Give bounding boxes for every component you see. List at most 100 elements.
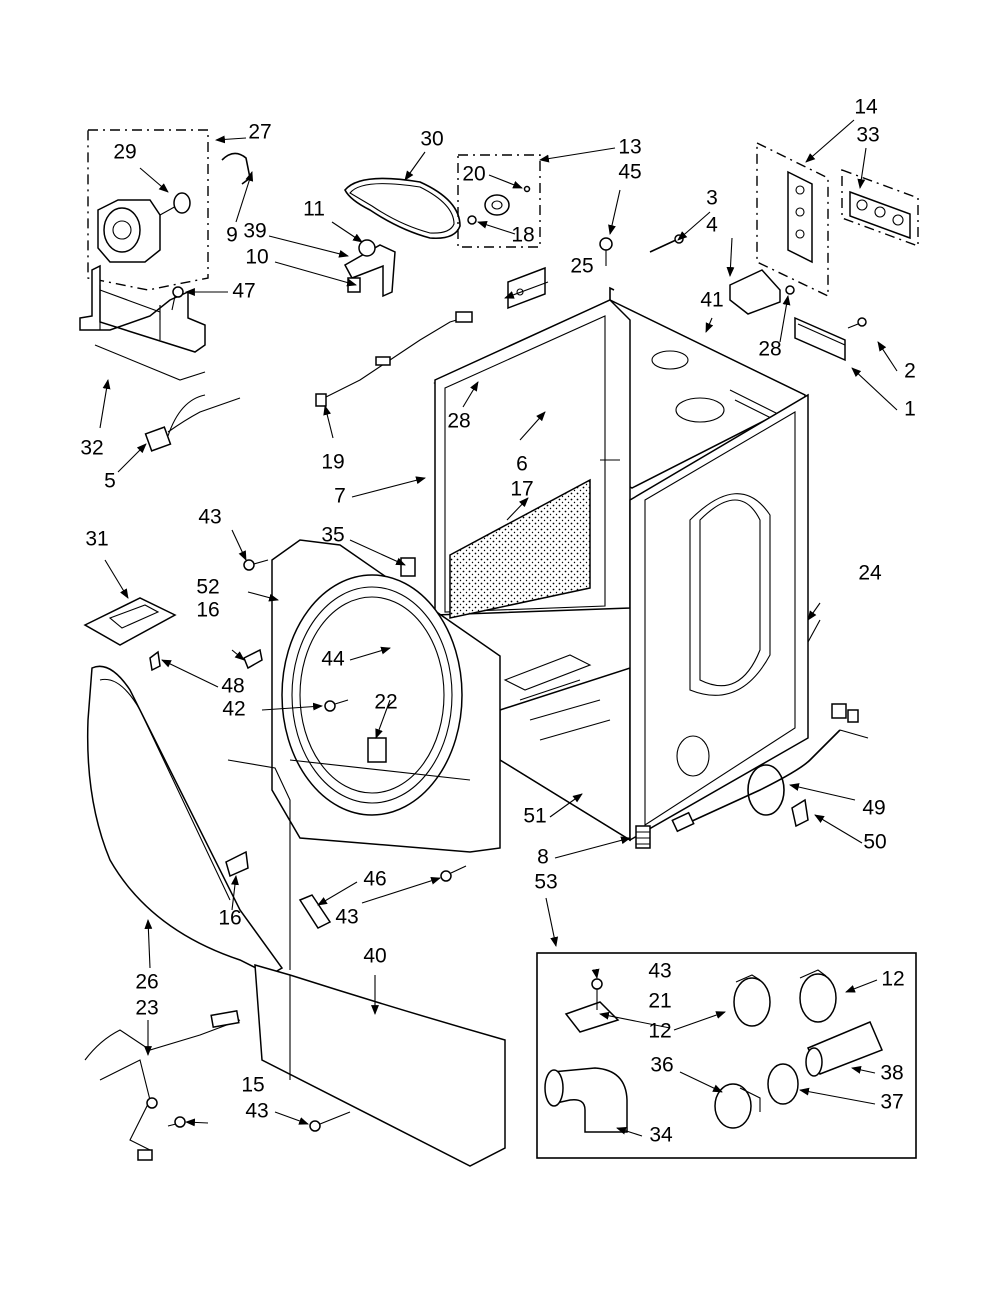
callout-16-bottom: 16 — [218, 907, 241, 930]
terminal-plate — [849, 190, 911, 240]
bracket-25 — [507, 266, 546, 310]
callout-27: 27 — [248, 121, 271, 144]
motor-switch-harness — [144, 394, 241, 452]
callout-23: 23 — [135, 997, 158, 1020]
callout-15: 15 — [241, 1074, 264, 1097]
insulation-pad — [449, 478, 591, 619]
motor-clamp — [221, 152, 251, 185]
cabinet-right-side-panel — [629, 393, 809, 842]
vent-adapter — [714, 1083, 761, 1129]
screw-43-bottom — [309, 1111, 351, 1132]
callout-7: 7 — [334, 485, 346, 508]
lower-front-panel — [254, 963, 506, 1167]
callout-25: 25 — [570, 255, 593, 278]
callout-43-top: 43 — [198, 506, 221, 529]
screw-15 — [167, 1116, 186, 1128]
terminal-strip — [787, 170, 813, 264]
drum-glide-top — [243, 648, 263, 670]
screw-43-top — [243, 559, 269, 571]
callout-22: 22 — [374, 691, 397, 714]
clamp-ring — [767, 1063, 799, 1105]
callout-8: 8 — [537, 846, 549, 869]
callout-45: 45 — [618, 161, 641, 184]
exhaust-elbow — [544, 1067, 628, 1133]
terminal-cover-plate — [794, 316, 846, 362]
callout-50: 50 — [863, 831, 886, 854]
cord-clip — [791, 798, 809, 828]
callout-13: 13 — [618, 136, 641, 159]
callout-12-right: 12 — [881, 968, 904, 991]
callout-20: 20 — [462, 163, 485, 186]
callout-30: 30 — [420, 128, 443, 151]
callout-42: 42 — [222, 698, 245, 721]
callout-51: 51 — [523, 805, 546, 828]
terminal-block — [729, 269, 795, 315]
callout-46: 46 — [363, 868, 386, 891]
callout-19: 19 — [321, 451, 344, 474]
door-switch — [400, 557, 416, 577]
motor-mount-bracket — [79, 264, 206, 381]
control-housing — [83, 597, 177, 646]
screw-3 — [649, 234, 684, 253]
callout-26: 26 — [135, 971, 158, 994]
vent-cap-right — [799, 969, 837, 1023]
idler-arm-bracket — [343, 239, 396, 298]
callout-9: 9 — [226, 224, 238, 247]
callout-10: 10 — [245, 246, 268, 269]
callout-31: 31 — [85, 528, 108, 551]
drum-glide-bottom — [225, 850, 249, 878]
callout-34: 34 — [649, 1124, 673, 1147]
callout-43-kit: 43 — [648, 960, 671, 983]
callout-39: 39 — [243, 220, 266, 243]
screw-45 — [599, 237, 613, 266]
callout-33: 33 — [856, 124, 879, 147]
callout-32: 32 — [80, 437, 103, 460]
clip-48 — [149, 650, 161, 672]
callout-16-top: 16 — [196, 599, 219, 622]
callout-37: 37 — [880, 1091, 903, 1114]
screw-43-kit — [591, 978, 603, 1010]
callout-52: 52 — [196, 576, 219, 599]
idler-pulley-group-box — [457, 154, 541, 248]
callout-1: 1 — [904, 398, 916, 421]
vent-cap-left — [733, 974, 771, 1027]
callout-18: 18 — [511, 224, 534, 247]
callout-6: 6 — [516, 453, 528, 476]
callout-43-bottom: 43 — [245, 1100, 268, 1123]
drive-belt — [344, 177, 461, 240]
terminal-plate-group-box — [841, 168, 919, 248]
callout-36: 36 — [650, 1054, 673, 1077]
callout-21: 21 — [648, 990, 671, 1013]
callout-38: 38 — [880, 1062, 903, 1085]
callout-12-left: 12 — [648, 1020, 671, 1043]
callout-53: 53 — [534, 871, 557, 894]
console-panel — [86, 665, 291, 976]
callout-5: 5 — [104, 470, 116, 493]
cabinet-base — [499, 654, 631, 842]
leader-lines — [99, 119, 898, 1137]
front-panel — [271, 539, 501, 853]
callout-11: 11 — [303, 198, 325, 221]
callout-29: 29 — [113, 141, 136, 164]
callout-43-mid: 43 — [335, 906, 358, 929]
callout-49: 49 — [862, 797, 885, 820]
callout-28-left: 28 — [447, 410, 470, 433]
idler-pulley — [467, 185, 531, 225]
drive-motor — [97, 192, 191, 263]
vent-tube — [805, 1021, 883, 1077]
terminal-block-group-box — [756, 141, 829, 298]
callout-3: 3 — [706, 187, 718, 210]
callout-24: 24 — [858, 562, 882, 585]
callout-35: 35 — [321, 524, 344, 547]
wire-harness-23 — [84, 1009, 241, 1161]
callout-48: 48 — [221, 675, 244, 698]
vent-hood-plate — [564, 1001, 620, 1033]
door-strike — [367, 737, 387, 763]
callout-41: 41 — [700, 289, 723, 312]
callout-labels: 1 2 3 4 5 6 7 8 9 10 11 12 12 13 14 15 1… — [80, 96, 916, 1147]
exhaust-kit-group-box — [536, 952, 917, 1159]
callout-28-right: 28 — [758, 338, 781, 361]
screw-47 — [171, 286, 184, 311]
leveling-leg — [635, 825, 651, 849]
